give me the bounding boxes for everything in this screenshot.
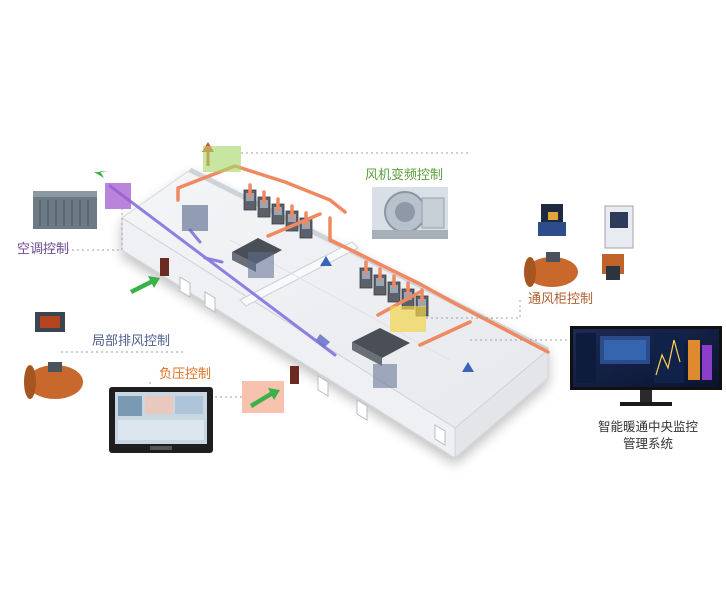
central-monitor <box>570 326 722 406</box>
fume-hood-highlight-box <box>390 306 426 332</box>
central-monitor-label-line2: 管理系统 <box>622 436 673 451</box>
negative-pressure-control-label: 负压控制 <box>159 367 212 382</box>
exhaust-duct-system <box>176 164 550 354</box>
building-shell <box>121 167 550 460</box>
room-sensor-box-2 <box>248 252 274 278</box>
pressure-touch-panel <box>109 387 213 453</box>
fan-vfd-control-label: 风机变频控制 <box>365 168 444 183</box>
supply-duct-system <box>108 184 337 357</box>
central-monitor-label-line1: 智能暖通中央监控 <box>597 419 698 434</box>
fan-vfd-highlight-box <box>203 146 241 172</box>
door-middle <box>290 366 299 384</box>
building-windows <box>179 276 446 446</box>
fume-hood-control-label: 通风柜控制 <box>528 292 594 307</box>
room-sensor-box-3 <box>373 364 397 388</box>
ac-highlight-box <box>105 183 131 209</box>
airflow-arrows <box>94 171 474 408</box>
central-monitor-label: 智能暖通中央监控 管理系统 <box>583 418 713 452</box>
local-exhaust-control-label: 局部排风控制 <box>92 334 171 349</box>
room-sensor-box-1 <box>182 205 208 231</box>
lab-benches <box>232 238 410 366</box>
door-left <box>160 258 169 276</box>
fan-vfd-photo <box>372 187 448 239</box>
ac-unit-device <box>33 191 97 229</box>
fume-hood-controller-devices <box>524 204 634 287</box>
local-exhaust-valves <box>24 312 83 399</box>
ac-control-label: 空调控制 <box>17 242 70 257</box>
